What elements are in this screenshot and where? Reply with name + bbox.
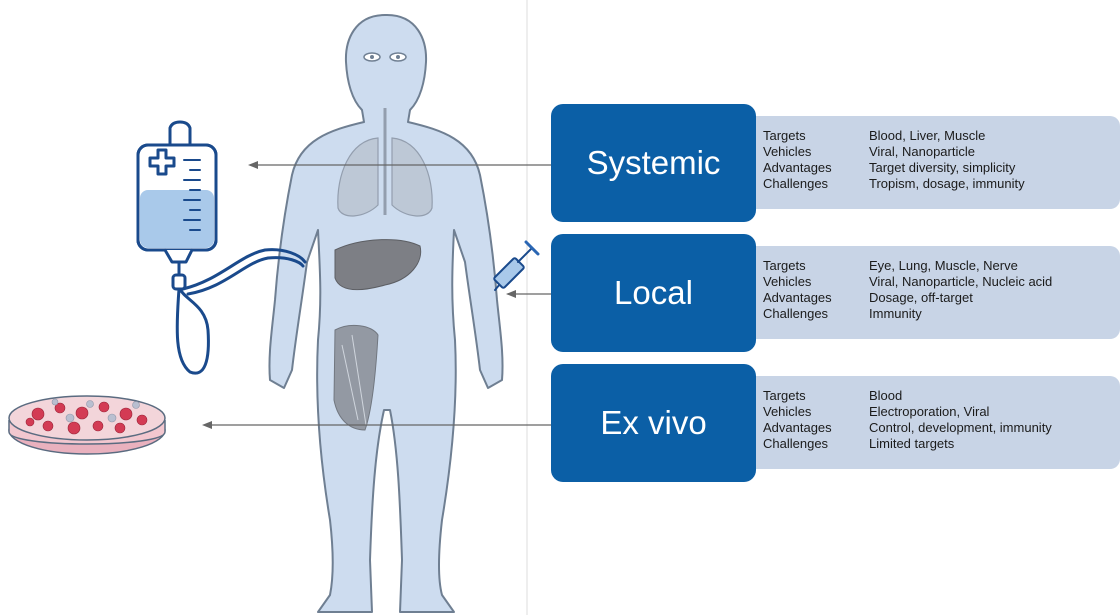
info-row: Targets Blood, Liver, Muscle xyxy=(751,128,1120,144)
info-label: Vehicles xyxy=(763,144,811,160)
info-label: Challenges xyxy=(763,176,828,192)
info-value: Tropism, dosage, immunity xyxy=(869,176,1025,192)
petri-dish-icon xyxy=(9,396,165,454)
info-value: Immunity xyxy=(869,306,922,322)
info-row: Targets Blood xyxy=(751,388,1120,404)
route-title-systemic: Systemic xyxy=(551,104,756,222)
info-value: Blood, Liver, Muscle xyxy=(869,128,985,144)
human-body-icon xyxy=(269,15,502,612)
info-row: Advantages Dosage, off-target xyxy=(751,290,1120,306)
route-info-panel: Targets Eye, Lung, Muscle, Nerve Vehicles… xyxy=(751,246,1120,339)
route-title-local: Local xyxy=(551,234,756,352)
info-value: Blood xyxy=(869,388,902,404)
info-row: Advantages Control, development, immunity xyxy=(751,420,1120,436)
info-label: Advantages xyxy=(763,290,832,306)
info-row: Challenges Limited targets xyxy=(751,436,1120,452)
syringe-icon xyxy=(493,242,538,290)
info-row: Advantages Target diversity, simplicity xyxy=(751,160,1120,176)
route-info-panel: Targets Blood, Liver, Muscle Vehicles Vira… xyxy=(751,116,1120,209)
route-title-ex-vivo: Ex vivo xyxy=(551,364,756,482)
info-label: Vehicles xyxy=(763,404,811,420)
info-value: Electroporation, Viral xyxy=(869,404,989,420)
info-row: Challenges Tropism, dosage, immunity xyxy=(751,176,1120,192)
info-value: Eye, Lung, Muscle, Nerve xyxy=(869,258,1018,274)
info-label: Targets xyxy=(763,258,806,274)
route-info-panel: Targets Blood Vehicles Electroporation, Vi… xyxy=(751,376,1120,469)
info-value: Limited targets xyxy=(869,436,954,452)
info-label: Challenges xyxy=(763,306,828,322)
info-label: Advantages xyxy=(763,420,832,436)
info-row: Targets Eye, Lung, Muscle, Nerve xyxy=(751,258,1120,274)
info-value: Viral, Nanoparticle xyxy=(869,144,975,160)
info-row: Vehicles Viral, Nanoparticle xyxy=(751,144,1120,160)
info-label: Challenges xyxy=(763,436,828,452)
route-block-ex-vivo: Targets Blood Vehicles Electroporation, Vi… xyxy=(551,364,1120,482)
route-block-systemic: Targets Blood, Liver, Muscle Vehicles Vira… xyxy=(551,104,1120,222)
info-row: Challenges Immunity xyxy=(751,306,1120,322)
info-row: Vehicles Viral, Nanoparticle, Nucleic aci… xyxy=(751,274,1120,290)
arrow-local xyxy=(506,290,556,298)
info-value: Target diversity, simplicity xyxy=(869,160,1015,176)
info-value: Control, development, immunity xyxy=(869,420,1052,436)
info-label: Targets xyxy=(763,128,806,144)
info-label: Advantages xyxy=(763,160,832,176)
info-label: Vehicles xyxy=(763,274,811,290)
route-block-local: Targets Eye, Lung, Muscle, Nerve Vehicles… xyxy=(551,234,1120,352)
info-value: Dosage, off-target xyxy=(869,290,973,306)
info-label: Targets xyxy=(763,388,806,404)
info-value: Viral, Nanoparticle, Nucleic acid xyxy=(869,274,1052,290)
info-row: Vehicles Electroporation, Viral xyxy=(751,404,1120,420)
